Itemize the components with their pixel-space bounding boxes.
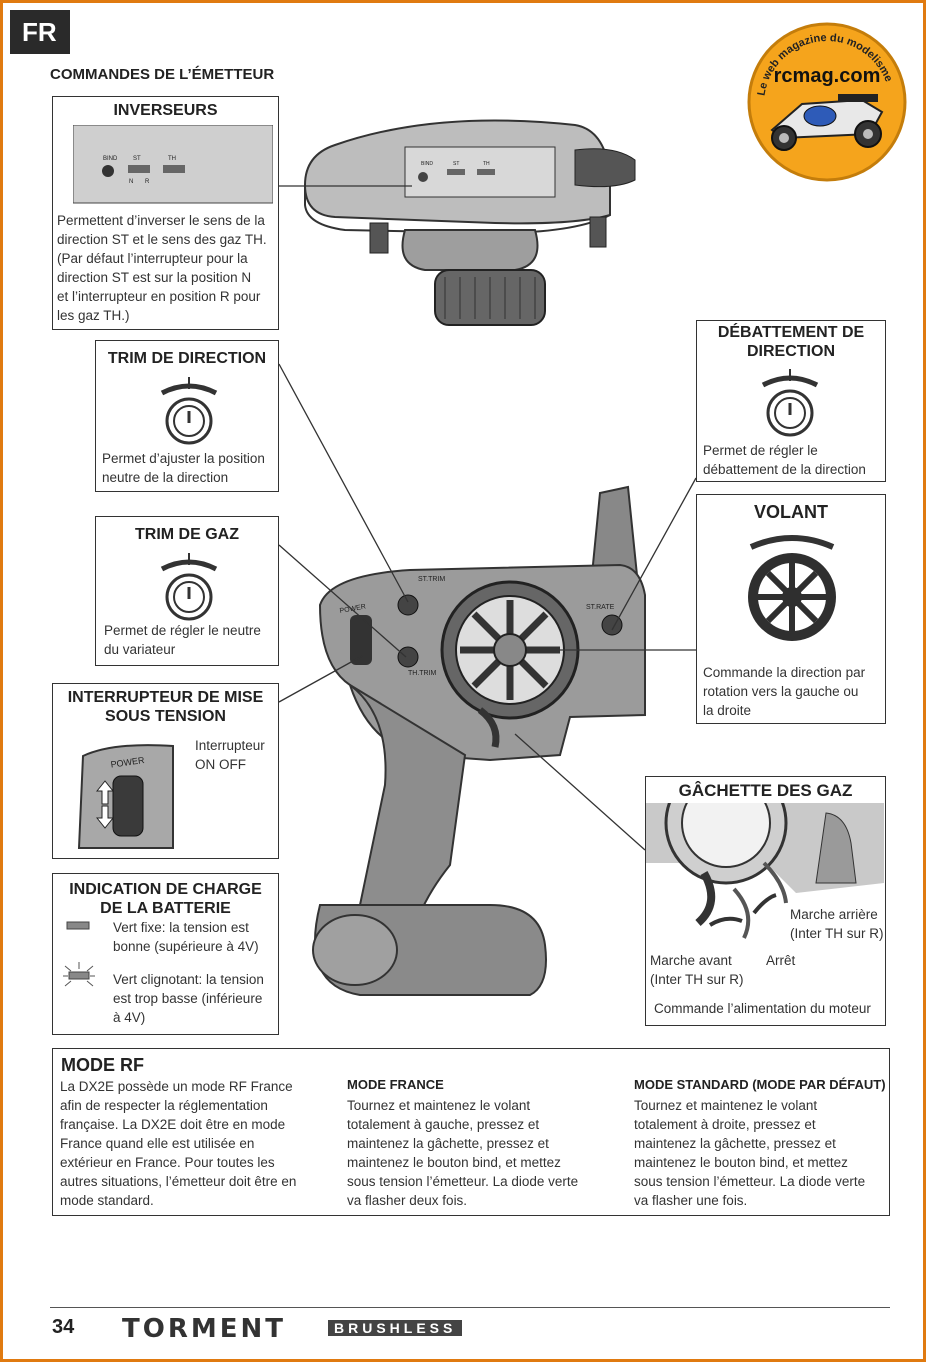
brand-name: TORMENT xyxy=(122,1314,286,1344)
brand-subtitle: BRUSHLESS xyxy=(328,1320,463,1336)
volant-title: VOLANT xyxy=(754,502,828,522)
batterie-title: INDICATION DE CHARGE DE LA BATTERIE xyxy=(69,881,262,917)
section-title: COMMANDES DE L’ÉMETTEUR xyxy=(50,66,275,83)
language-tag: FR xyxy=(10,10,70,54)
gachette-title: GÂCHETTE DES GAZ xyxy=(678,781,853,800)
inv-st-label: ST xyxy=(133,156,141,162)
trim-direction-title: TRIM DE DIRECTION xyxy=(107,350,267,367)
gachette-reverse: Marche arrière (Inter TH sur R) xyxy=(790,907,884,941)
trim-gaz-text: Permet de régler le neutre du variateur xyxy=(104,623,261,657)
rc-car-icon xyxy=(770,94,884,151)
trim-direction-knob-icon xyxy=(160,377,218,445)
power-switch-label: POWER xyxy=(110,755,146,770)
trigger-illustration xyxy=(646,803,884,939)
rf-standard-text: Tournez et maintenez le volant totalemen… xyxy=(634,1098,866,1208)
trim-gaz-box: TRIM DE GAZ Permet de régler le neutre d… xyxy=(95,516,279,666)
inv-r-label: R xyxy=(145,179,150,185)
rf-standard-title: MODE STANDARD (MODE PAR DÉFAUT) xyxy=(634,1077,886,1092)
debattement-box: DÉBATTEMENT DE DIRECTION Permet de régle… xyxy=(696,320,886,482)
main-th-trim-label: TH.TRIM xyxy=(408,670,437,677)
top-st-label: ST xyxy=(453,161,459,167)
transmitter-illustration: POWER ST.TRIM TH.TRIM ST.RATE xyxy=(312,485,646,996)
interrupteur-box: INTERRUPTEUR DE MISE SOUS TENSION POWER … xyxy=(52,683,279,859)
main-st-rate-label: ST.RATE xyxy=(586,604,615,611)
gachette-forward: Marche avant (Inter TH sur R) xyxy=(650,953,744,987)
rf-intro: La DX2E possède un mode RF France afin d… xyxy=(60,1079,297,1208)
footer-rule xyxy=(50,1307,890,1308)
rf-france-title: MODE FRANCE xyxy=(347,1077,444,1092)
batterie-blink-text: Vert clignotant: la tension est trop bas… xyxy=(113,972,264,1025)
volant-text: Commande la direction par rotation vers … xyxy=(703,665,866,718)
trim-gaz-title: TRIM DE GAZ xyxy=(135,526,239,543)
steering-wheel-icon xyxy=(748,535,836,641)
main-st-trim-label: ST.TRIM xyxy=(418,576,445,583)
batterie-fixed-text: Vert fixe: la tension est bonne (supérie… xyxy=(113,920,259,954)
top-th-label: TH xyxy=(483,161,490,167)
debattement-knob-icon xyxy=(761,369,819,437)
inverseurs-text: Permettent d’inverser le sens de la dire… xyxy=(57,213,267,323)
inv-bind-label: BIND xyxy=(103,156,118,162)
batterie-box: INDICATION DE CHARGE DE LA BATTERIE Vert… xyxy=(52,873,279,1035)
interrupteur-title: INTERRUPTEUR DE MISE SOUS TENSION xyxy=(67,689,264,725)
inverseurs-switch-panel: BIND ST TH N R xyxy=(73,125,273,204)
inverseurs-box: INVERSEURS BIND ST TH N R Permettent d’i… xyxy=(52,96,279,330)
led-blink-icon xyxy=(63,962,95,987)
trim-direction-text: Permet d’ajuster la position neutre de l… xyxy=(102,451,265,485)
trim-gaz-knob-icon xyxy=(160,553,218,621)
volant-box: VOLANT Commande la direction par rotatio… xyxy=(696,494,886,724)
transmitter-top-illustration: BIND ST TH xyxy=(303,119,636,326)
rcmag-logo: Le web magazine du modelisme rcmag.com xyxy=(747,22,907,182)
page-number: 34 xyxy=(52,1316,75,1338)
logo-main-text: rcmag.com xyxy=(774,65,881,87)
interrupteur-text: Interrupteur ON OFF xyxy=(195,738,265,772)
inverseurs-title: INVERSEURS xyxy=(113,102,218,119)
rf-mode-box: MODE RF La DX2E possède un mode RF Franc… xyxy=(52,1048,890,1216)
inv-th-label: TH xyxy=(168,156,176,162)
power-switch-illustration: POWER xyxy=(77,744,174,849)
trim-direction-box: TRIM DE DIRECTION Permet d’ajuster la po… xyxy=(95,340,279,492)
debattement-title: DÉBATTEMENT DE DIRECTION xyxy=(717,324,865,360)
debattement-text: Permet de régler le débattement de la di… xyxy=(703,443,866,477)
rf-france-text: Tournez et maintenez le volant totalemen… xyxy=(347,1098,579,1208)
led-fixed-icon xyxy=(66,921,90,930)
inv-n-label: N xyxy=(129,179,133,185)
gachette-caption: Commande l’alimentation du moteur xyxy=(654,1001,871,1016)
rf-title: MODE RF xyxy=(61,1055,144,1075)
top-bind-label: BIND xyxy=(421,161,433,167)
gachette-box: GÂCHETTE DES GAZ Marche arrière (Inter T… xyxy=(645,776,886,1026)
gachette-stop: Arrêt xyxy=(766,953,796,968)
